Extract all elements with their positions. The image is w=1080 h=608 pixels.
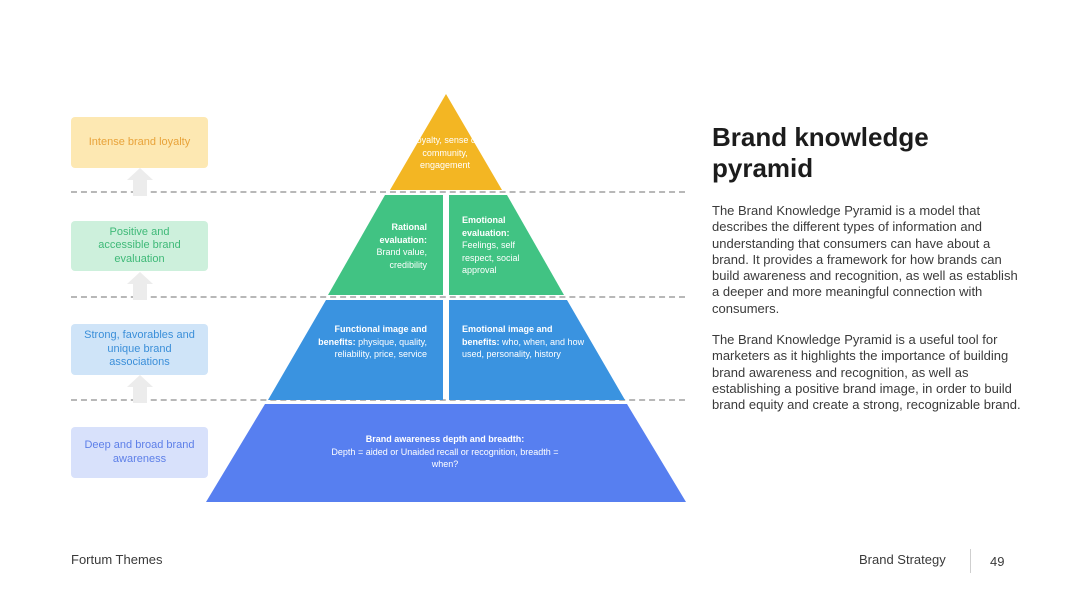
pyramid-functional-body: physique, quality, reliability, price, s… (334, 336, 427, 360)
footer-section: Brand Strategy (859, 552, 946, 567)
pyramid-base-body: Depth = aided or Unaided recall or recog… (331, 446, 559, 470)
pyramid-rational-head: Rational evaluation: (379, 222, 427, 245)
up-arrow-icon (127, 375, 153, 403)
level-label-awareness: Deep and broad brand awareness (71, 427, 208, 478)
pyramid-emotional-image-text: Emotional image and benefits: who, when,… (462, 323, 587, 361)
description-paragraph-1: The Brand Knowledge Pyramid is a model t… (712, 203, 1018, 316)
footer-brand: Fortum Themes (71, 552, 163, 567)
pyramid-rational-tier (328, 195, 443, 295)
level-label-evaluation: Positive and accessible brand evaluation (71, 221, 208, 271)
pyramid-rational-text: Rational evaluation: Brand value, credib… (355, 221, 427, 271)
pyramid-rational-body: Brand value, credibility (376, 247, 427, 270)
pyramid-base-head: Brand awareness depth and breadth: (365, 434, 525, 444)
level-label-associations: Strong, favorables and unique brand asso… (71, 324, 208, 375)
pyramid-functional-head: Functional image and benefits: (318, 324, 427, 347)
description-paragraph-2: The Brand Knowledge Pyramid is a useful … (712, 332, 1021, 413)
level-divider (71, 296, 685, 298)
pyramid-emotional-evaluation-tier (449, 195, 564, 295)
pyramid-emotional-image-body: who, when, and how used, personality, hi… (462, 336, 585, 360)
up-arrow-icon (127, 272, 153, 300)
level-divider (71, 191, 685, 193)
pyramid-emotional-evaluation-text: Emotional evaluation: Feelings, self res… (462, 214, 540, 277)
pyramid-base-tier (206, 404, 686, 502)
pyramid-functional-text: Functional image and benefits: physique,… (300, 323, 427, 361)
pyramid-functional-tier (268, 300, 443, 400)
pyramid-emotional-evaluation-head: Emotional evaluation: (462, 215, 510, 238)
slide-title: Brand knowledge pyramid (712, 122, 929, 183)
pyramid-base-text: Brand awareness depth and breadth: Depth… (320, 433, 570, 471)
pyramid-emotional-image-tier (449, 300, 625, 400)
footer-divider (970, 549, 971, 573)
up-arrow-icon (127, 168, 153, 196)
pyramid-top-tier (390, 94, 502, 190)
page-number: 49 (990, 554, 1005, 569)
pyramid-emotional-evaluation-body: Feelings, self respect, social approval (462, 240, 520, 275)
pyramid-top-text: Loyalty, sense of community, engagement (411, 135, 479, 170)
pyramid-emotional-image-head: Emotional image and benefits: (462, 324, 553, 347)
level-label-loyalty: Intense brand loyalty (71, 117, 208, 168)
